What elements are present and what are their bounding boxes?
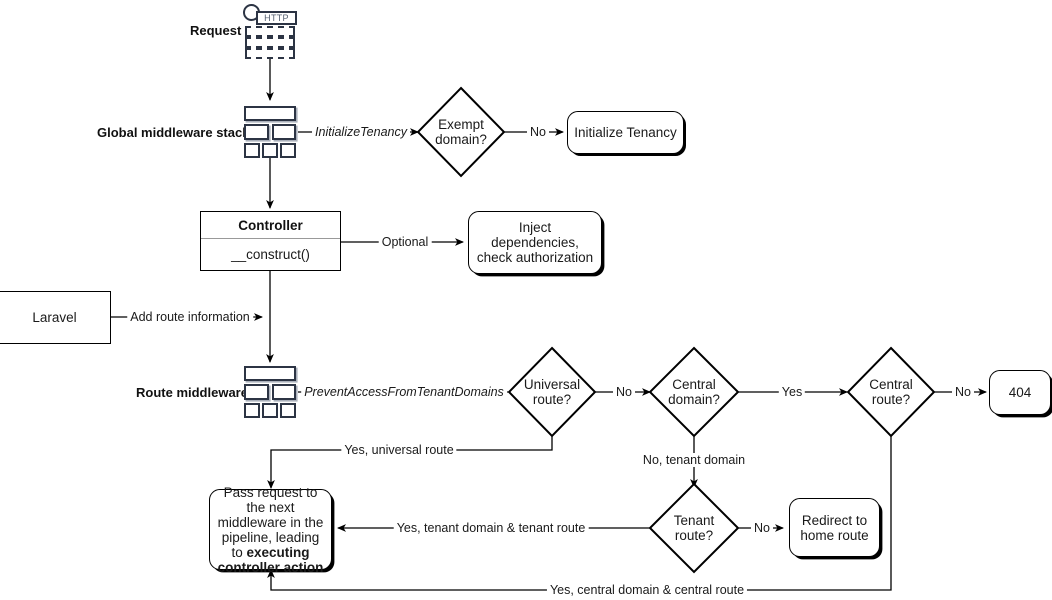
edge-label-no-tenant-domain: No, tenant domain [639,453,749,467]
decision-exempt-domain-label: Exempt domain? [435,117,487,147]
http-dash-row-3 [245,48,295,59]
stack-block-bot-1 [244,143,260,158]
edge-label-exempt-no: No [527,125,549,139]
node-pass-request[interactable]: Pass request to the next middleware in t… [209,485,332,575]
stack-block-mid-left [244,384,269,400]
decision-central-domain[interactable]: Central domain? [650,348,738,436]
edge-label-universal-no: No [613,385,635,399]
edge-label-central-domain-yes: Yes [778,385,806,399]
pass-request-bold-1: executing [246,544,310,560]
node-pass-request-label: Pass request to the next middleware in t… [210,485,331,575]
route-middleware-stack-icon [244,366,298,418]
pass-request-line-3: the pipeline, leading [221,514,324,545]
edge-label-yes-tenant-domain-tenant-route: Yes, tenant domain & tenant route [393,521,589,535]
node-laravel-label: Laravel [32,310,77,325]
decision-central-domain-label: Central domain? [668,377,720,407]
node-redirect-home-route[interactable]: Redirect to home route [789,498,880,557]
node-inject-dependencies-label: Inject dependencies, check authorization [476,220,594,265]
node-laravel[interactable]: Laravel [0,291,111,344]
edge-label-prevent-access-middleware: PreventAccessFromTenantDomains [301,385,507,399]
edge-label-optional: Optional [378,235,432,249]
row-label-route-middleware: Route middleware [136,385,248,400]
edge-label-yes-central-domain-central-route: Yes, central domain & central route [546,583,748,597]
http-tag-label: HTTP [256,11,297,25]
diamond-universal-route [507,346,597,438]
node-controller-method: __construct() [231,247,310,262]
global-middleware-stack-icon [244,106,298,158]
http-request-icon: HTTP [243,4,297,59]
stack-block-bot-1 [244,403,260,418]
node-redirect-home-route-label: Redirect to home route [800,512,869,543]
row-label-global-middleware: Global middleware stack [97,125,250,140]
http-dash-row-2 [245,37,295,48]
node-inject-dependencies[interactable]: Inject dependencies, check authorization [468,211,602,274]
decision-tenant-route[interactable]: Tenant route? [650,484,738,572]
row-label-request: Request [190,23,242,38]
stack-block-bot-2 [262,143,278,158]
stack-block-mid-right [272,124,296,140]
edge-label-initialize-tenancy-middleware: InitializeTenancy [312,125,410,139]
node-404[interactable]: 404 [989,370,1051,415]
decision-central-route[interactable]: Central route? [848,348,934,436]
stack-block-mid-left [244,124,269,140]
stack-block-mid-right [272,384,296,400]
pass-request-bold-2: controller action [217,559,324,575]
node-initialize-tenancy-label: Initialize Tenancy [574,125,677,140]
decision-central-route-label: Central route? [869,377,913,407]
decision-universal-route-label: Universal route? [523,377,581,407]
edge-label-add-route-information: Add route information [127,310,253,324]
node-404-label: 404 [1008,385,1032,400]
node-initialize-tenancy[interactable]: Initialize Tenancy [567,111,684,154]
http-dash-row-1 [245,26,295,37]
edge-label-tenant-route-no: No [751,521,773,535]
pass-request-line-4: to [231,544,247,560]
edge-label-yes-universal-route: Yes, universal route [341,443,457,457]
stack-block-top [244,106,296,121]
decision-tenant-route-label: Tenant route? [673,513,715,543]
stack-block-bot-3 [280,143,296,158]
edge-label-central-route-no: No [952,385,974,399]
diamond-central-route [846,346,936,438]
stack-block-top [244,366,296,381]
pass-request-line-2: next middleware in [217,499,301,530]
pass-request-line-1: Pass request to the [223,484,318,515]
stack-block-bot-2 [262,403,278,418]
stack-block-bot-3 [280,403,296,418]
node-controller-header: Controller [201,212,340,239]
diamond-exempt-domain [416,86,506,178]
diamond-central-domain [648,346,740,438]
node-controller[interactable]: Controller __construct() [200,211,341,271]
decision-exempt-domain[interactable]: Exempt domain? [418,88,504,176]
diamond-tenant-route [648,482,740,574]
decision-universal-route[interactable]: Universal route? [509,348,595,436]
